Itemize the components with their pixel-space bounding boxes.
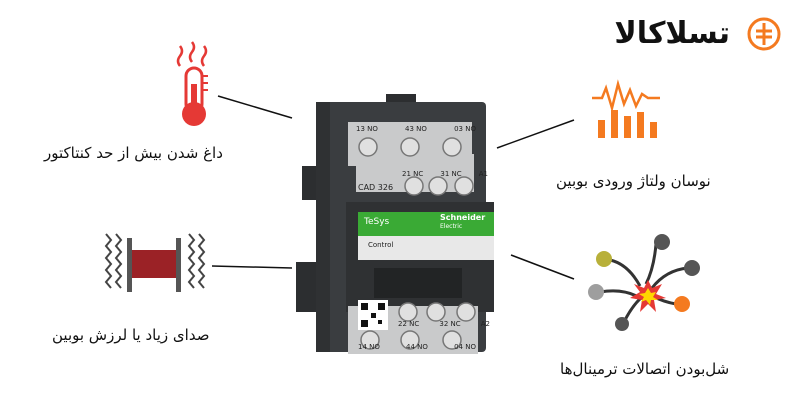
contactor-top-terminals: 13 NO 43 NO 03 NO [356, 125, 476, 133]
contactor-model: CAD 326 [358, 183, 394, 192]
plug-icon [747, 17, 781, 51]
terminal-label: 14 NO [358, 343, 380, 351]
vibrating-coil-icon [104, 233, 206, 292]
short-label: شل‌بودن اتصالات ترمینال‌ها [560, 360, 730, 378]
terminal-label: A1 [478, 170, 488, 178]
terminal-label: 04 NO [454, 343, 476, 351]
noise-label: صدای زیاد یا لرزش بوبین [52, 326, 210, 344]
contactor-maker: Schneider Electric [440, 213, 485, 231]
contactor-bottom-terminals-lower: 14 NO 44 NO 04 NO [358, 343, 476, 351]
terminal-label: 31 NC [440, 170, 462, 178]
brand-name: تسلاکالا [614, 16, 731, 51]
contactor-bottom-terminals-upper: 22 NC 32 NC A2 [398, 320, 490, 328]
contactor-control-label: Control [368, 241, 394, 249]
terminal-label: 22 NC [398, 320, 420, 328]
terminal-label: 32 NC [439, 320, 461, 328]
voltage-fluctuation-icon [592, 79, 660, 138]
thermometer-icon [176, 41, 208, 126]
terminal-label: 44 NO [406, 343, 428, 351]
maker-sub: Electric [440, 223, 463, 230]
terminal-label: 21 NC [402, 170, 424, 178]
terminal-label: 03 NO [454, 125, 476, 133]
voltage-label: نوسان ولتاژ ورودی بوبین [556, 172, 711, 190]
terminal-label: A2 [480, 320, 490, 328]
maker-name: Schneider [440, 213, 486, 222]
contactor-mid-terminals: 21 NC 31 NC A1 [402, 170, 488, 178]
brand-logo: تسلاکالا [598, 14, 788, 54]
terminal-label: 13 NO [356, 125, 378, 133]
overheat-label: داغ شدن بیش از حد کنتاکتور [44, 144, 223, 162]
terminal-label: 43 NO [405, 125, 427, 133]
contactor-series: TeSys [364, 217, 390, 227]
contactor-device [296, 94, 494, 354]
short-circuit-icon [588, 234, 700, 331]
